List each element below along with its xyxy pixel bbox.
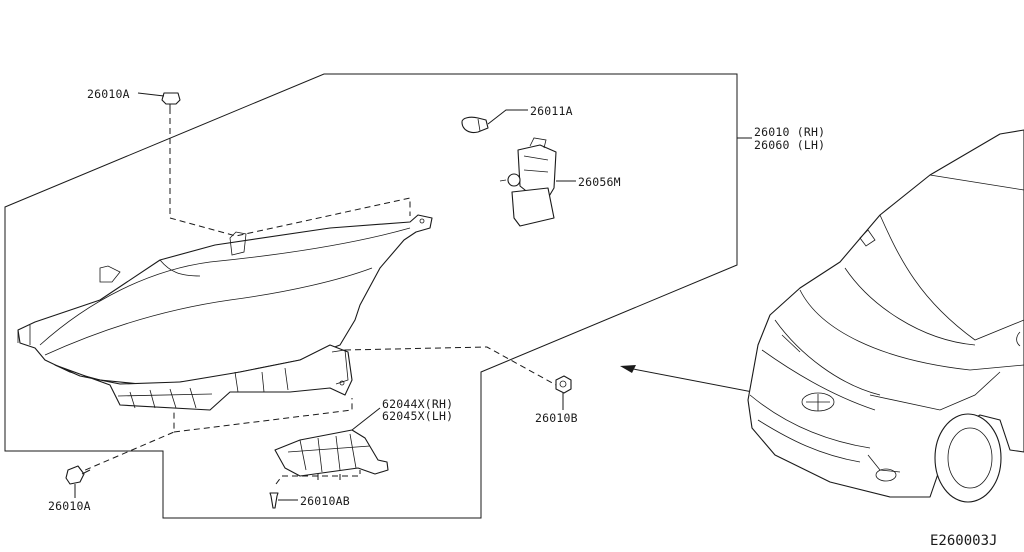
bulb-icon: [461, 116, 489, 134]
leader-bolt-bottom: [75, 410, 175, 475]
label-assembly-rh: 26010 (RH): [754, 125, 826, 139]
leader-screw: [275, 470, 361, 485]
label-bracket-lh: 62045X(LH): [382, 409, 454, 423]
label-bolt-top: 26010A: [87, 87, 130, 101]
label-nut-right: 26010B: [535, 411, 578, 425]
label-bolt-bottom: 26010A: [48, 499, 91, 513]
nut-icon: [555, 375, 572, 394]
leader-nut-right: [344, 346, 557, 386]
bolt-bottom-icon: [65, 465, 91, 485]
screw-icon: [269, 492, 279, 509]
label-assembly-lh: 26060 (LH): [754, 138, 826, 152]
label-bracket-rh: 62044X(RH): [382, 397, 454, 411]
drawing-code: E260003J: [930, 533, 998, 549]
leader-bolt-top: [169, 108, 411, 237]
headlamp-housing-icon: [17, 214, 433, 411]
bracket-icon: [274, 429, 389, 477]
bolt-top-icon: [161, 92, 181, 110]
label-bulb: 26011A: [530, 104, 573, 118]
label-screw: 26010AB: [300, 494, 350, 508]
assembly-boundary: [4, 73, 738, 519]
label-actuator: 26056M: [578, 175, 621, 189]
actuator-icon: [499, 137, 557, 227]
vehicle-icon: [747, 129, 1024, 503]
